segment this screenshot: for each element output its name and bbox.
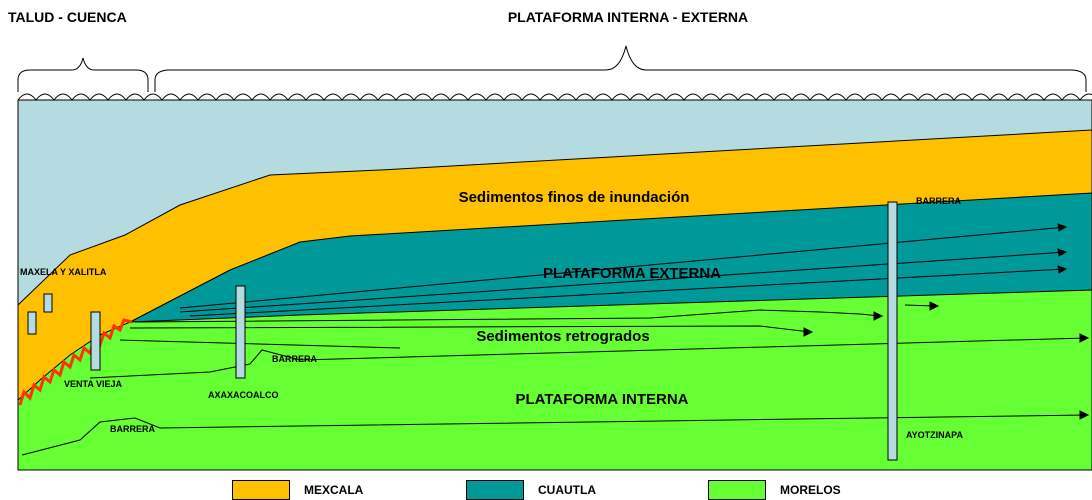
arrow-line [189, 268, 1067, 317]
section-maxela-1 [27, 311, 37, 335]
region-title-plataforma: PLATAFORMA INTERNA - EXTERNA [508, 9, 748, 25]
arrow-line [21, 414, 1087, 456]
legend-label-morelos: MORELOS [780, 483, 841, 497]
progradation-arrows [21, 223, 1090, 456]
section-axaxacoalco [235, 285, 246, 379]
label-barrera-top: BARRERA [916, 196, 962, 206]
label-ayotzinapa: AYOTZINAPA [906, 430, 964, 440]
arrow-head [803, 327, 814, 337]
section-ayotzinapa [887, 201, 898, 461]
label-plataforma-externa: PLATAFORMA EXTERNA [543, 265, 721, 282]
label-plataforma-interna: PLATAFORMA INTERNA [515, 391, 688, 408]
arrow-head [1079, 333, 1090, 343]
label-sedimentos-finos: Sedimentos finos de inundación [459, 189, 690, 206]
arrow-line [179, 251, 1067, 313]
legend-mexcala: MEXCALA [232, 480, 363, 500]
arrow-head [1057, 248, 1068, 257]
legend-morelos: MORELOS [708, 480, 841, 500]
label-maxela-xalitla: MAXELA Y XALITLA [20, 267, 107, 277]
morelos-layer [17, 289, 1092, 471]
legend-swatch-morelos [708, 480, 766, 500]
arrow-line [134, 309, 881, 323]
section-maxela-2 [43, 293, 53, 313]
legend-cuautla: CUAUTLA [466, 480, 596, 500]
arrow-line [119, 339, 401, 349]
label-venta-vieja: VENTA VIEJA [64, 379, 123, 389]
arrow-head [1057, 223, 1068, 232]
label-barrera-mid: BARRERA [272, 354, 318, 364]
stratigraphic-diagram: TALUD - CUENCA PLATAFORMA INTERNA - EXTE… [8, 9, 1092, 471]
facies-contact-line [18, 318, 133, 406]
plataforma-brace [154, 45, 1087, 92]
legend-swatch-mexcala [232, 480, 290, 500]
legend-label-mexcala: MEXCALA [304, 483, 364, 497]
arrow-line [89, 337, 1087, 379]
arrow-line [129, 325, 811, 333]
sea-surface-waves [17, 93, 1092, 101]
arrow-head [873, 311, 884, 321]
legend-label-cuautla: CUAUTLA [538, 483, 596, 497]
section-venta-vieja [90, 311, 101, 371]
talud-brace [17, 57, 149, 92]
label-barrera-low: BARRERA [110, 424, 156, 434]
region-title-talud: TALUD - CUENCA [8, 9, 127, 25]
arrow-line [179, 226, 1067, 309]
label-sedimentos-retrogrados: Sedimentos retrogrados [476, 328, 649, 345]
arrow-head [1079, 410, 1090, 420]
label-axaxacoalco: AXAXACOALCO [208, 390, 279, 400]
arrow-head [1057, 265, 1068, 274]
arrow-head [929, 301, 940, 311]
legend-swatch-cuautla [466, 480, 524, 500]
